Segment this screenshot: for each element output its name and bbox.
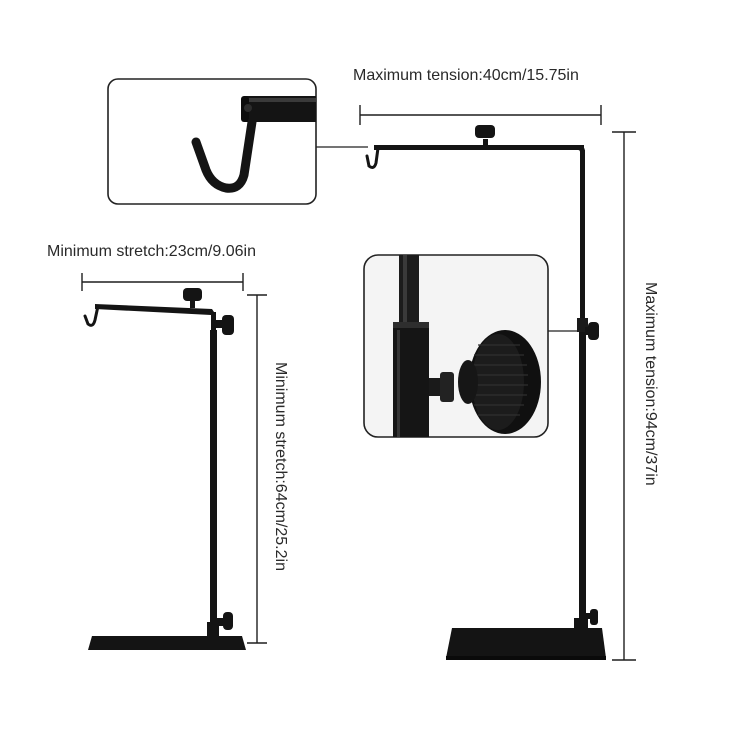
min-width-dimension: Minimum stretch:23cm/9.06in (47, 243, 256, 291)
tall-stand (365, 125, 606, 660)
min-height-dimension: Minimum stretch:64cm/25.2in (247, 294, 289, 644)
short-stand (83, 288, 246, 650)
short-stand-base (88, 636, 246, 650)
tall-stand-base (446, 628, 606, 658)
hook-detail-callout (107, 78, 368, 205)
max-width-dimension: Maximum tension:40cm/15.75in (353, 67, 602, 125)
short-stand-top-knob (183, 288, 202, 301)
knob-detail-callout (363, 254, 580, 438)
tall-stand-side-knob (588, 322, 599, 340)
max-height-label: Maximum tension:94cm/37in (642, 282, 659, 486)
min-height-label: Minimum stretch:64cm/25.2in (272, 362, 289, 571)
min-width-label: Minimum stretch:23cm/9.06in (47, 243, 256, 260)
tall-stand-hook (365, 146, 380, 169)
max-width-label: Maximum tension:40cm/15.75in (353, 67, 579, 84)
short-stand-side-knob (222, 315, 234, 335)
tall-stand-top-knob (475, 125, 495, 138)
max-height-dimension: Maximum tension:94cm/37in (612, 131, 659, 661)
short-stand-hook (83, 304, 100, 327)
hook-detail-icon (191, 117, 257, 193)
